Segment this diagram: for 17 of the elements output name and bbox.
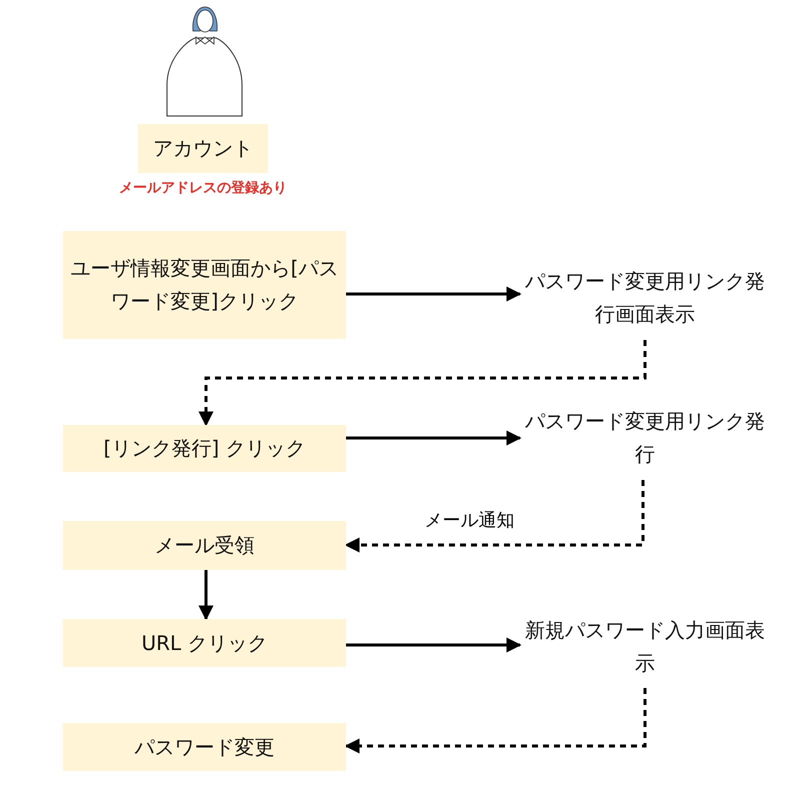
arrow <box>346 638 522 652</box>
process-box: メール受領 <box>63 521 346 570</box>
step-text: パスワード変更用リンク発行画面表示 <box>524 268 766 328</box>
step-text: 新規パスワード入力画面表示 <box>524 616 766 676</box>
arrow <box>346 430 522 446</box>
arrow <box>346 286 522 302</box>
process-box: アカウント <box>138 124 268 173</box>
step-text: パスワード変更用リンク発行 <box>524 408 766 468</box>
process-box: [リンク発行] クリック <box>63 425 346 472</box>
arrow <box>344 688 646 754</box>
process-box: パスワード変更 <box>63 723 346 771</box>
arrow <box>344 480 644 552</box>
note-text: メールアドレスの登録あり <box>119 179 287 197</box>
arrow <box>198 340 646 426</box>
process-box: URL クリック <box>63 619 346 667</box>
process-box: ユーザ情報変更画面から[パスワード変更]クリック <box>63 231 346 339</box>
arrow <box>198 570 214 620</box>
